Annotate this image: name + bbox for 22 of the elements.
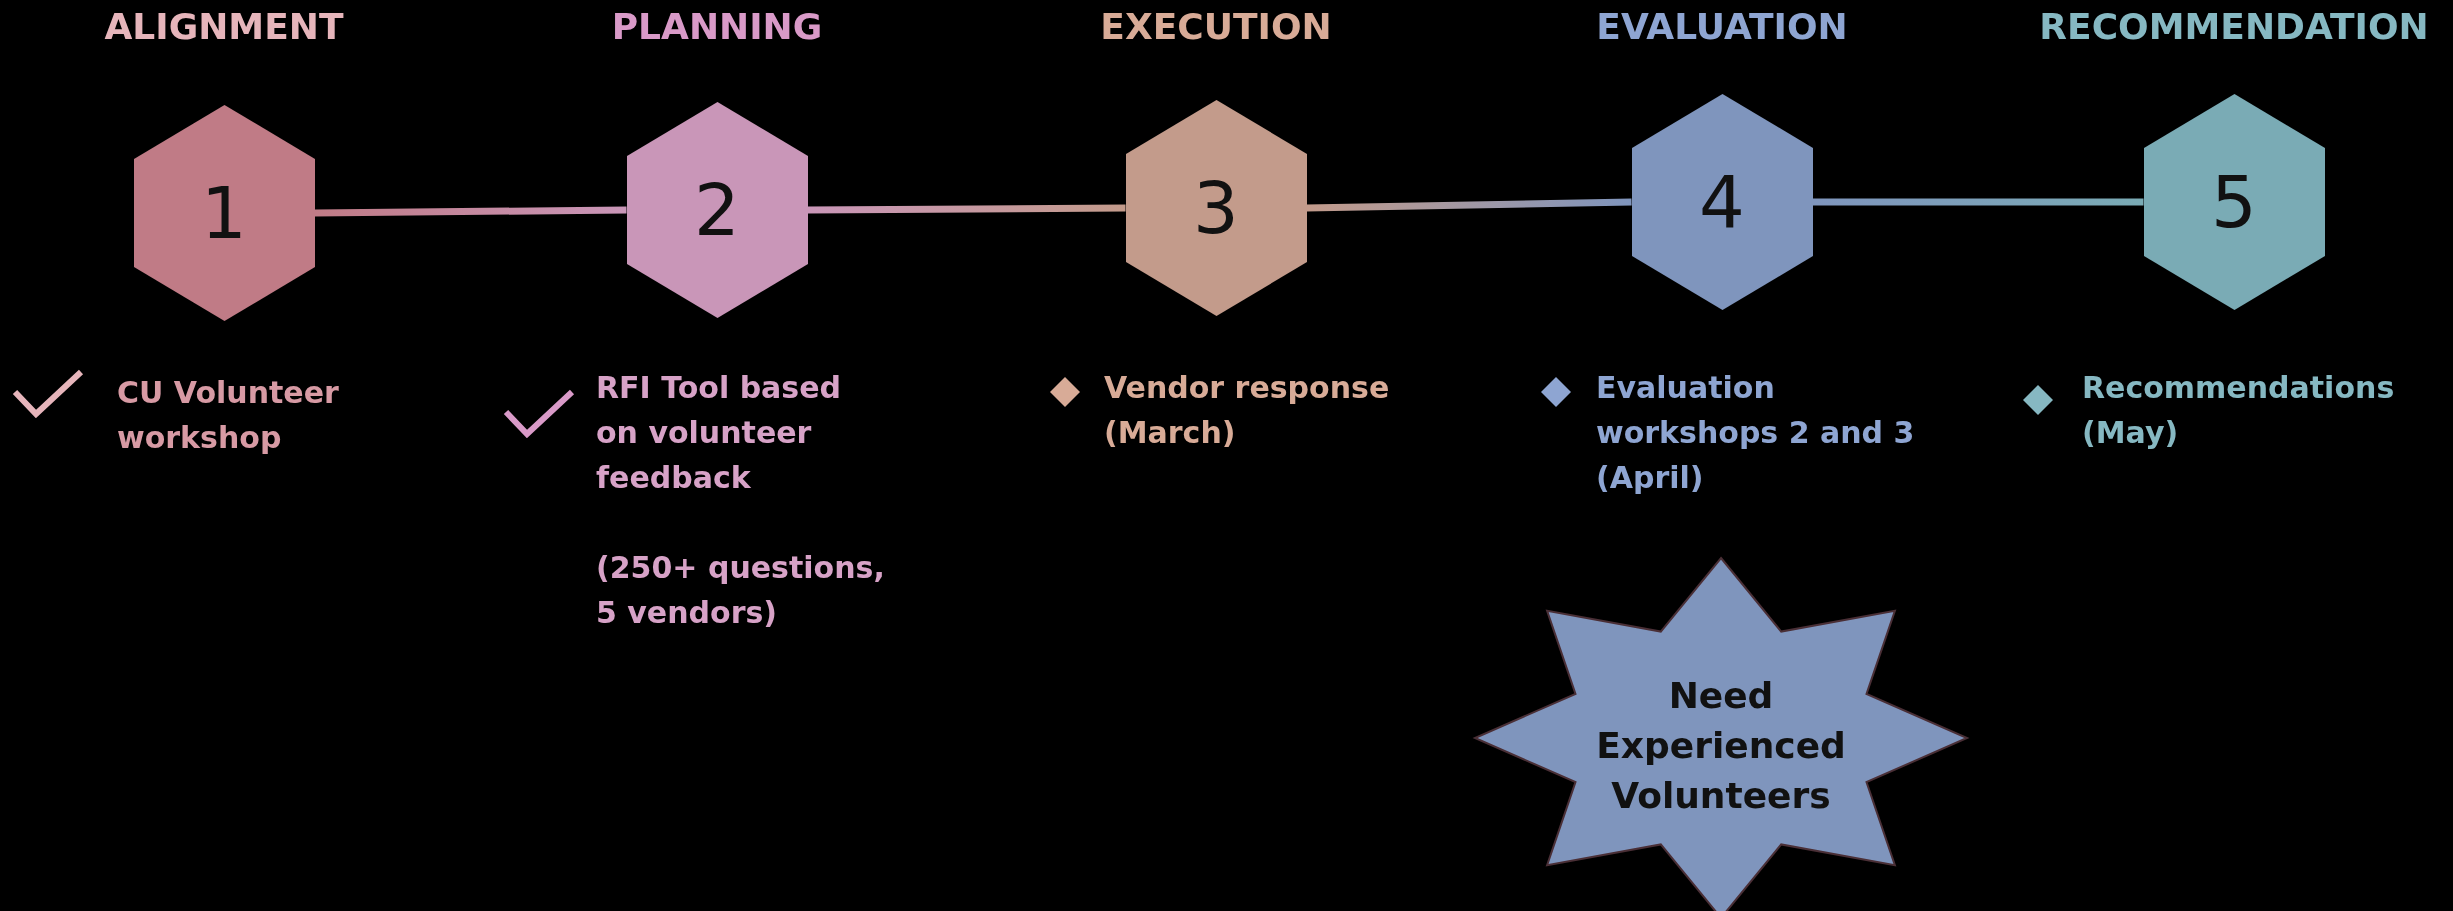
phase-heading: ALIGNMENT bbox=[103, 6, 345, 47]
step-number: 5 bbox=[2210, 160, 2258, 244]
connector-line bbox=[1306, 198, 1632, 212]
step-description: (250+ questions, 5 vendors) bbox=[596, 549, 886, 632]
connector-line bbox=[807, 204, 1126, 214]
connector-line bbox=[314, 206, 627, 217]
step-description: Evaluation workshops 2 and 3 (April) bbox=[1596, 369, 1916, 497]
step-number: 1 bbox=[200, 171, 248, 255]
step-number: 2 bbox=[693, 168, 741, 252]
phase-heading: EVALUATION bbox=[1595, 6, 1849, 47]
star-shape bbox=[1475, 558, 1967, 911]
step-description: Recommendations (May) bbox=[2082, 369, 2396, 452]
phase-heading: PLANNING bbox=[610, 6, 824, 47]
phase-heading: EXECUTION bbox=[1099, 6, 1333, 47]
step-number: 4 bbox=[1698, 160, 1746, 244]
phase-heading: RECOMMENDATION bbox=[2038, 6, 2430, 47]
callout-text: Need Experienced Volunteers bbox=[1595, 673, 1847, 818]
connector-line bbox=[1812, 198, 2144, 206]
step-description: RFI Tool based on volunteer feedback bbox=[596, 369, 843, 497]
step-description: Vendor response (March) bbox=[1104, 369, 1391, 452]
step-description: CU Volunteer workshop bbox=[117, 374, 340, 457]
step-number: 3 bbox=[1192, 166, 1240, 250]
